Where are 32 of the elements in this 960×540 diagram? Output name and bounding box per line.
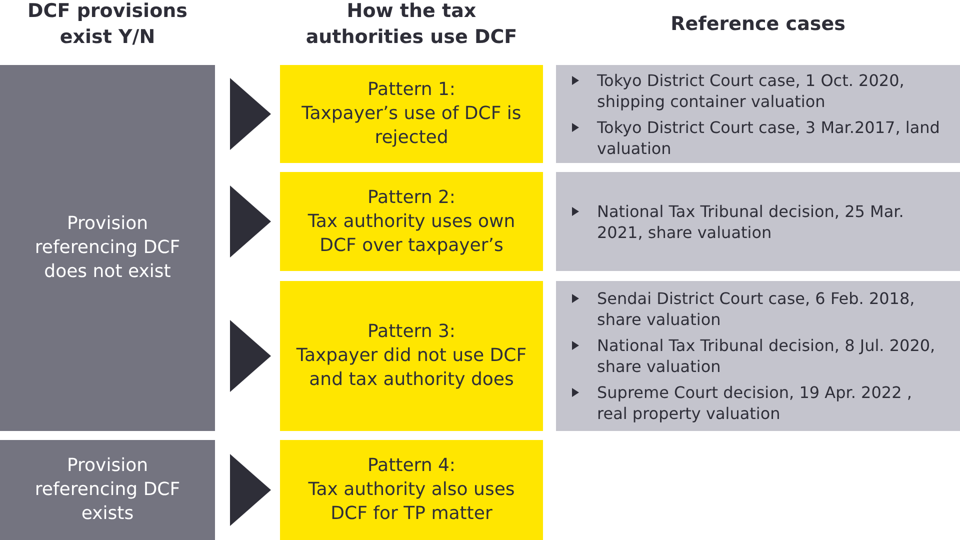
reference-cases-panel [556, 281, 960, 431]
column-header: How the tax authorities use DCF [304, 0, 518, 50]
chevron-arrow [230, 454, 271, 526]
pattern-heading: Pattern 4: [368, 454, 456, 478]
case-reference: Tokyo District Court case, 1 Oct. 2020, shipping container valuation [597, 70, 906, 112]
case-reference: Sendai District Court case, 6 Feb. 2018, share valuation [597, 288, 916, 330]
case-reference: Supreme Court decision, 19 Apr. 2022 , real property valuation [597, 382, 913, 424]
provision-label: Provision referencing DCF does not exist [34, 212, 182, 284]
reference-cases-panel [556, 65, 960, 163]
chevron-arrow [230, 78, 271, 150]
case-reference: National Tax Tribunal decision, 8 Jul. 2020, share valuation [597, 335, 936, 377]
case-reference: National Tax Tribunal decision, 25 Mar. 2021, share valuation [597, 200, 905, 242]
pattern-box [280, 281, 543, 431]
reference-cases-panel [556, 172, 960, 271]
pattern-description: Tax authority also uses DCF for TP matter [307, 478, 516, 526]
provision-box [0, 440, 215, 540]
provision-label: Provision referencing DCF exists [34, 454, 182, 526]
provision-box [0, 65, 215, 431]
pattern-description: Taxpayer’s use of DCF is rejected [300, 102, 522, 150]
column-header: DCF provisions exist Y/N [26, 0, 188, 50]
pattern-heading: Pattern 2: [368, 186, 456, 210]
pattern-heading: Pattern 3: [368, 320, 456, 344]
pattern-description: Taxpayer did not use DCF and tax authority does [295, 344, 528, 392]
pattern-heading: Pattern 1: [368, 78, 456, 102]
case-reference: Tokyo District Court case, 3 Mar.2017, land valuation [597, 116, 941, 158]
pattern-description: Tax authority uses own DCF over taxpayer’s [306, 210, 516, 258]
column-header: Reference cases [670, 12, 846, 37]
chevron-arrow [230, 186, 271, 258]
pattern-box [280, 172, 543, 271]
pattern-box [280, 440, 543, 540]
pattern-box [280, 65, 543, 163]
chevron-arrow [230, 320, 271, 392]
